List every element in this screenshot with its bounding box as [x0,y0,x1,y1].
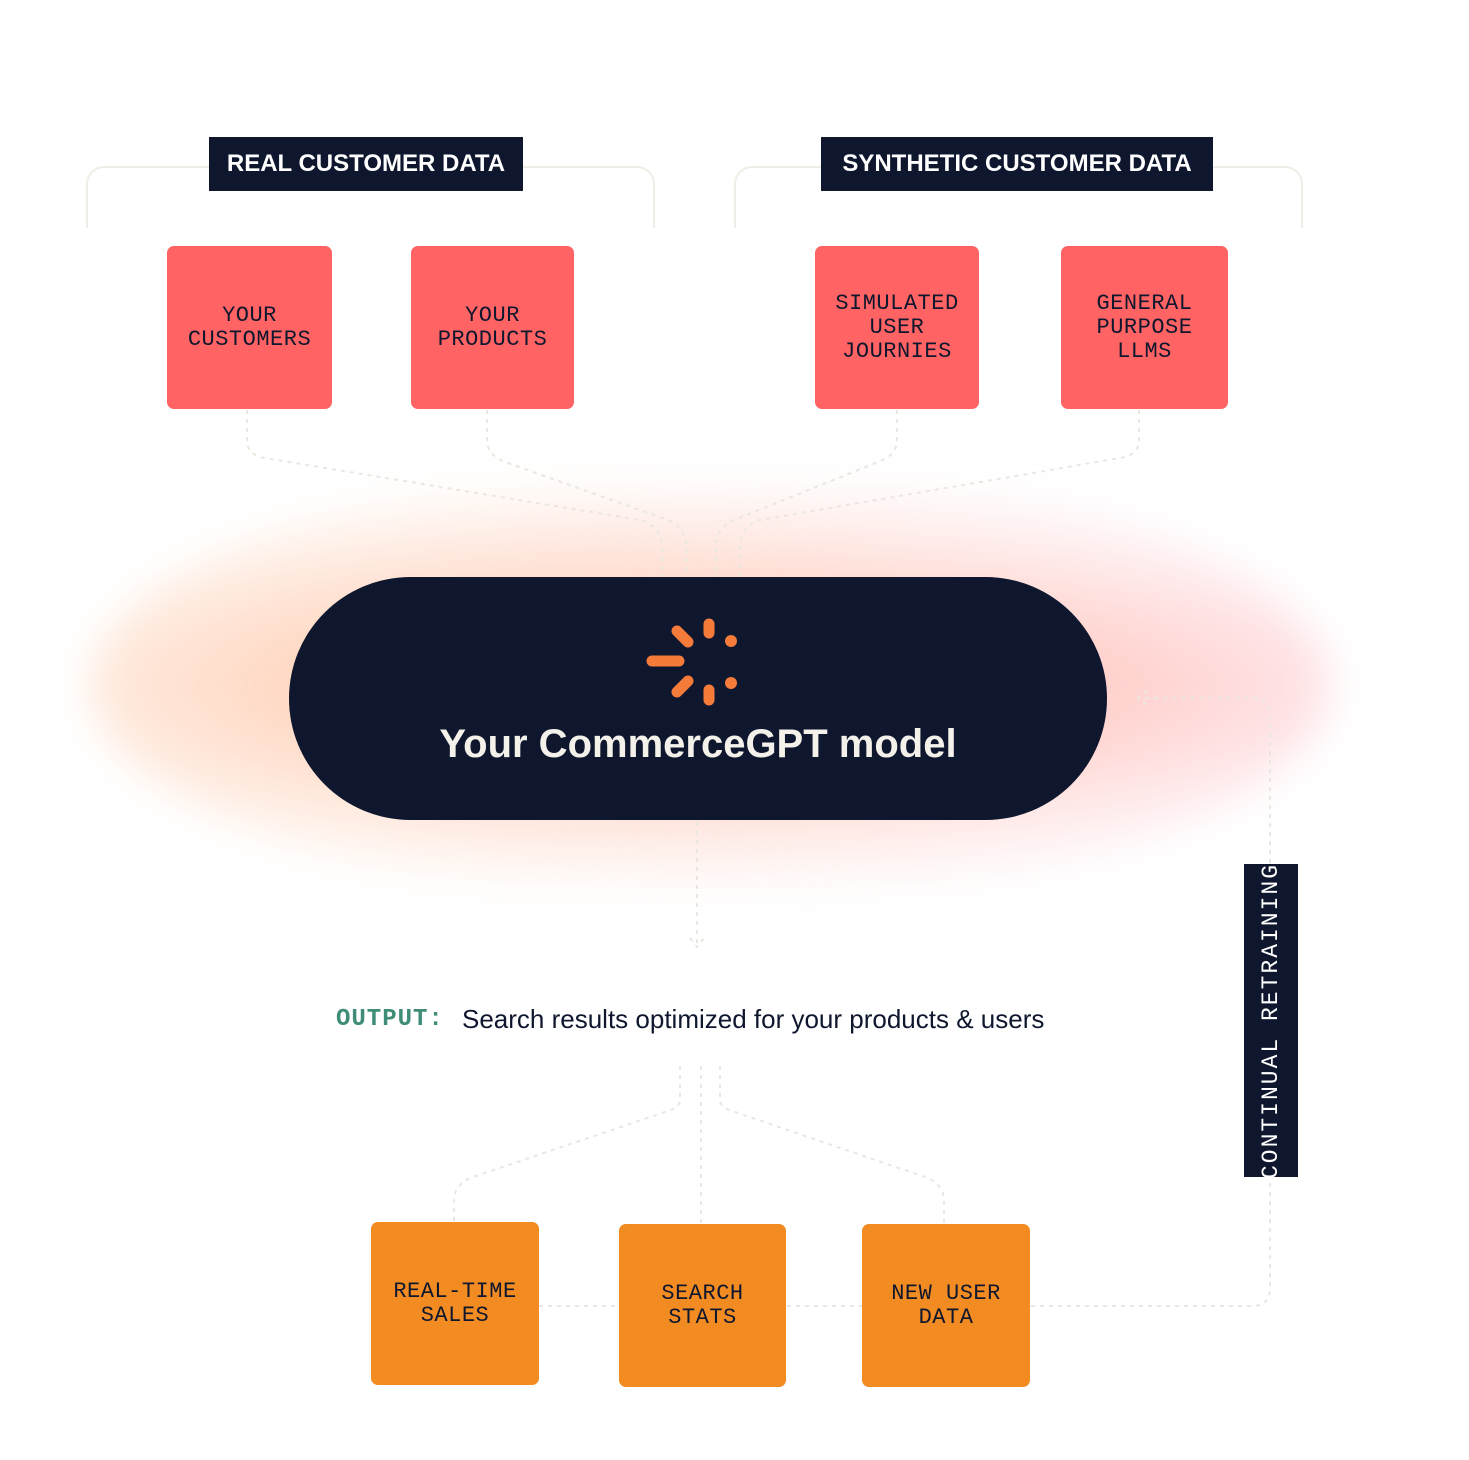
outcome-label: SEARCH STATS [661,1280,744,1330]
outcome-label: REAL-TIME SALES [393,1278,517,1328]
real-customer-data-label: REAL CUSTOMER DATA [209,137,523,191]
input-general-purpose-llms: GENERAL PURPOSE LLMS [1061,246,1228,409]
synthetic-customer-data-label: SYNTHETIC CUSTOMER DATA [821,137,1213,191]
model-title: Your CommerceGPT model [439,722,957,766]
input-your-customers: YOUR CUSTOMERS [167,246,332,409]
outcome-real-time-sales: REAL-TIME SALES [371,1222,539,1385]
input-your-products: YOUR PRODUCTS [411,246,574,409]
outcome-new-user-data: NEW USER DATA [862,1224,1030,1387]
input-simulated-user-journies: SIMULATED USER JOURNIES [815,246,979,409]
connector-products [486,410,687,576]
connector-userdata [719,1066,945,1224]
outcome-search-stats: SEARCH STATS [619,1224,786,1387]
arrow-down [689,937,705,949]
continual-retraining-label: CONTINUAL RETRAINING [1244,862,1298,1179]
input-label: YOUR CUSTOMERS [187,302,312,352]
input-label: GENERAL PURPOSE LLMS [1096,290,1193,364]
retrain-text: CONTINUAL RETRAINING [1258,862,1284,1179]
connector-customers [246,410,663,576]
connector-journeys [715,410,898,576]
outcome-label: NEW USER DATA [891,1280,1001,1330]
connector-sales [453,1066,681,1222]
input-label: SIMULATED USER JOURNIES [835,290,959,364]
commercegpt-model [289,577,1107,820]
input-label: YOUR PRODUCTS [437,302,548,352]
spinner-burst-icon [646,618,737,706]
output-text: Search results optimized for your produc… [462,1004,1045,1034]
connector-retrain-loop [1031,697,1271,1307]
output-label: OUTPUT: [336,1006,444,1033]
connector-llms [739,410,1140,576]
arrow-left [1136,690,1148,706]
